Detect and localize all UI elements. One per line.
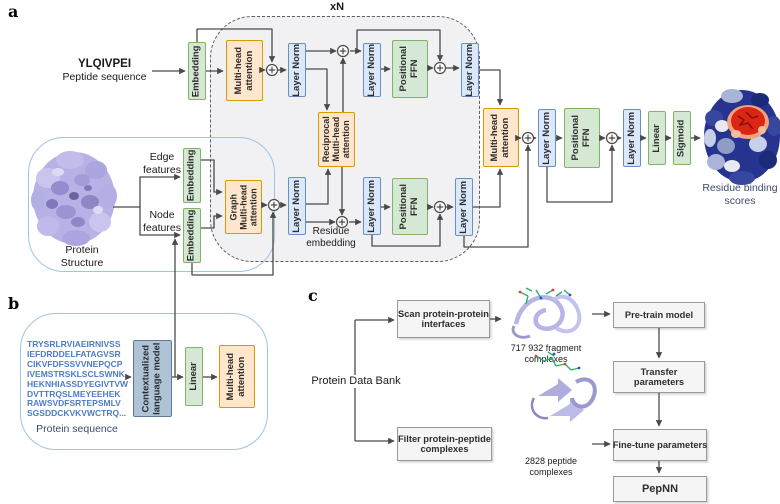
seq-mha-block: Multi-head attention <box>219 345 255 408</box>
protein-structure-blob <box>31 151 117 246</box>
protein-structure-image <box>31 151 117 246</box>
filter-complexes-box: Filter protein-peptide complexes <box>397 427 492 461</box>
skip-to-sum3 <box>356 29 444 62</box>
panel-b-label: b <box>8 294 20 313</box>
node-features-label: Node features <box>143 209 181 234</box>
panel-c-label: c <box>308 286 318 305</box>
layer-norm-b1-block: Layer Norm <box>288 177 306 235</box>
skip-to-sumf2 <box>546 144 616 203</box>
arrow-lnb3-to-final-mha <box>473 168 504 208</box>
reciprocal-mha-block: Reciprocal Multi-head attention <box>318 112 355 167</box>
layer-norm-b3-block: Layer Norm <box>455 178 473 236</box>
peptide-embedding-block: Embedding <box>188 42 206 100</box>
panel-c-connectors <box>354 310 663 474</box>
arrow-lnb1-to-reciprocal <box>306 168 332 205</box>
pepnn-box: PepNN <box>613 476 707 502</box>
protein-sequence-caption: Protein sequence <box>36 423 118 435</box>
peptide-sequence-value: YLQIVPEI <box>77 58 132 70</box>
positional-ffn-bottom-block: Positional FFN <box>392 178 428 235</box>
fragment-complexes-image <box>511 287 582 339</box>
protein-sequence-text: TRYSRLRVIAEIRNIVSS IEFDRDDELFATAGVSR CIK… <box>27 339 129 419</box>
transfer-parameters-label: Transfer parameters <box>633 366 685 388</box>
arrow-edge-emb-to-graph-mha <box>201 159 223 196</box>
protein-structure-label: Protein Structure <box>60 244 104 269</box>
sigmoid-block: Sigmoid <box>673 111 691 165</box>
protein-data-bank-label: Protein Data Bank <box>310 375 402 389</box>
node-embedding-block: Embedding <box>183 208 201 263</box>
panel-a-connectors <box>113 28 701 276</box>
residue-binding-scores-label: Residue binding scores <box>702 182 778 207</box>
finetune-parameters-label: Fine-tune parameters <box>612 439 708 450</box>
skip-node-emb-to-sumb1 <box>191 211 277 276</box>
arrow-ln3-to-final-mha <box>479 69 504 106</box>
peptide-complexes-image <box>530 351 597 422</box>
skip-embedding-to-sum1 <box>196 28 276 63</box>
peptide-complexes-art <box>530 351 597 422</box>
scan-interfaces-label: Scan protein-protein interfaces <box>398 308 489 330</box>
pretrain-model-label: Pre-train model <box>624 309 694 320</box>
residue-binding-scores-image <box>704 89 780 185</box>
arrow-node-features <box>139 207 181 239</box>
positional-ffn-top-block: Positional FFN <box>392 40 428 98</box>
linear-seq-block: Linear <box>185 347 203 406</box>
skip-to-sumb3 <box>371 213 444 247</box>
layer-norm-1-block: Layer Norm <box>288 43 306 97</box>
transfer-parameters-box: Transfer parameters <box>613 361 705 393</box>
layer-norm-2-block: Layer Norm <box>363 43 381 97</box>
sum-nodes <box>265 44 619 229</box>
binding-scores-blob <box>704 89 780 185</box>
peptide-complexes-caption: 2828 peptide complexes <box>524 456 578 477</box>
filter-complexes-label: Filter protein-peptide complexes <box>398 433 491 455</box>
skip-lnb3-to-sumf1 <box>463 144 532 248</box>
residue-embedding-label: Residue embedding <box>306 226 356 250</box>
scan-interfaces-box: Scan protein-protein interfaces <box>397 300 490 338</box>
arrow-node-emb-to-graph-mha <box>201 212 223 229</box>
finetune-parameters-box: Fine-tune parameters <box>613 429 707 461</box>
final-mha-block: Multi-head attention <box>483 108 519 167</box>
arrow-ln1-to-reciprocal <box>306 68 331 111</box>
fragment-complexes-caption: 717 932 fragment complexes <box>510 343 582 364</box>
arrow-edge-features <box>139 173 181 207</box>
layer-norm-3-block: Layer Norm <box>461 43 479 97</box>
peptide-mha-block: Multi-head attention <box>226 40 263 101</box>
pepnn-label: PepNN <box>641 482 679 495</box>
pretrain-model-box: Pre-train model <box>613 302 705 328</box>
repeat-count-label: xN <box>329 1 345 13</box>
layer-norm-b2-block: Layer Norm <box>363 177 381 235</box>
contextualized-language-model-block: Contextualized language model <box>133 340 172 417</box>
fragment-complexes-art <box>511 287 582 339</box>
panel-a-label: a <box>8 2 19 21</box>
peptide-sequence-caption: Peptide sequence <box>62 71 147 83</box>
protein-sequence-container <box>20 313 268 450</box>
layer-norm-f1-block: Layer Norm <box>538 109 556 167</box>
edge-features-label: Edge features <box>143 151 181 176</box>
panel-b-connectors <box>125 238 218 381</box>
edge-embedding-block: Embedding <box>183 148 201 203</box>
